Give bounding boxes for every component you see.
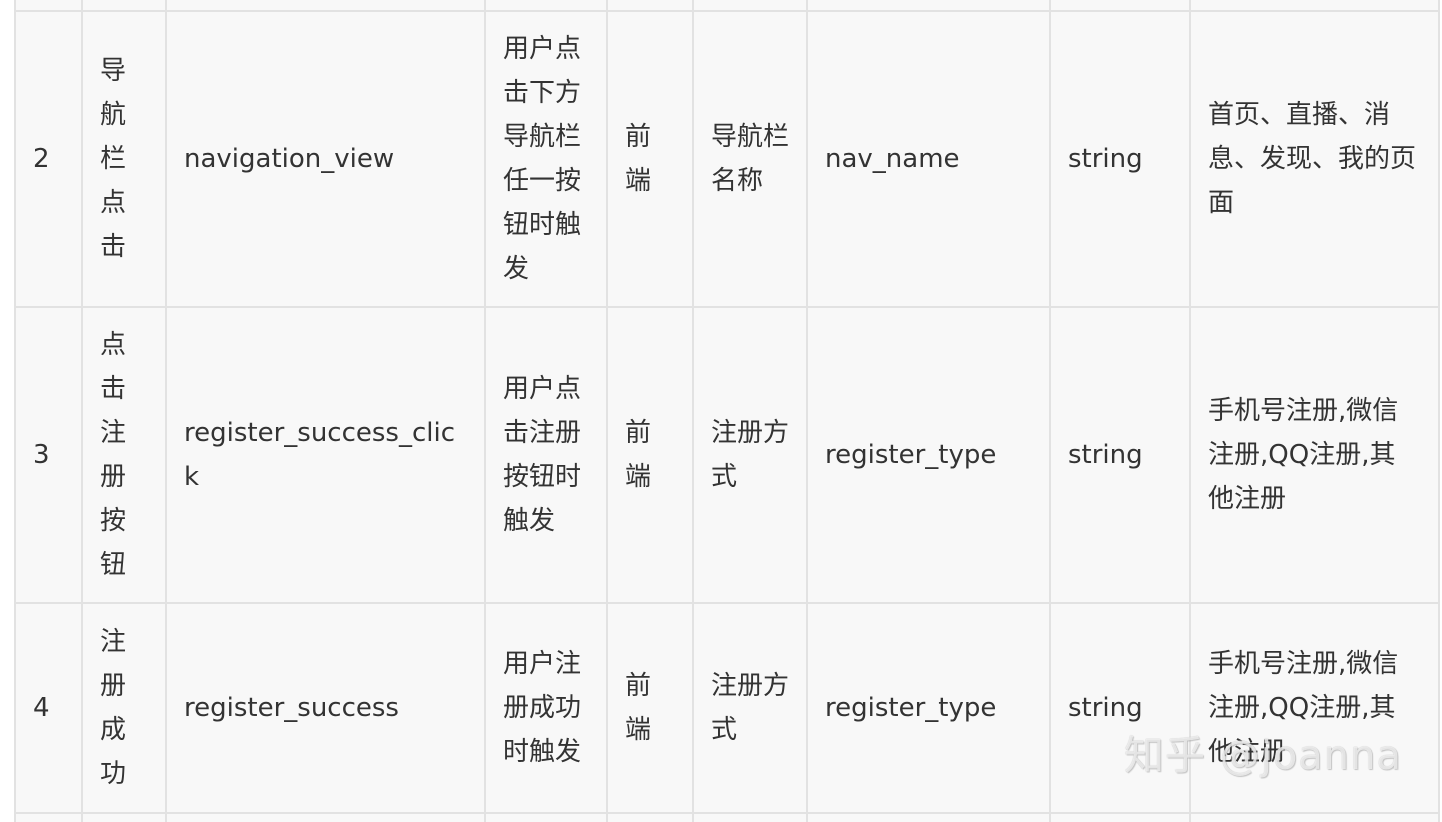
event-id-cell: navigation_view [165,10,486,308]
row-index-cell: 4 [14,602,83,814]
attribute-key-cell: register_type [806,602,1051,814]
trigger-cell: 用户注册成功时触发 [484,602,608,814]
table-cell [14,0,83,12]
table-cell [484,812,608,822]
table-cell [81,812,167,822]
attribute-values-cell: 首页、直播、消息、发现、我的页面 [1189,10,1440,308]
event-id-cell: register_success_click [165,306,486,604]
attribute-key-cell: nav_name [806,10,1051,308]
row-index-cell: 3 [14,306,83,604]
attribute-name-cell: 导航栏名称 [692,10,808,308]
attribute-values-cell: 手机号注册,微信注册,QQ注册,其他注册 [1189,602,1440,814]
table-row-partial-top [14,0,1440,12]
table-cell [484,0,608,12]
platform-cell: 前端 [606,10,694,308]
trigger-cell: 用户点击下方导航栏任一按钮时触发 [484,10,608,308]
table-cell [692,812,808,822]
table-row: 2 导航栏点击 navigation_view 用户点击下方导航栏任一按钮时触发… [14,10,1440,308]
event-id-cell: register_success [165,602,486,814]
table-cell [606,812,694,822]
attribute-key-cell: register_type [806,306,1051,604]
event-name-cell: 注册成功 [81,602,167,814]
table-cell [1189,0,1440,12]
attribute-name-cell: 注册方式 [692,306,808,604]
table-cell [806,0,1051,12]
table-cell [1189,812,1440,822]
table-cell [1049,812,1191,822]
data-type-cell: string [1049,306,1191,604]
table-cell [81,0,167,12]
event-tracking-table: 2 导航栏点击 navigation_view 用户点击下方导航栏任一按钮时触发… [14,0,1440,822]
table-row: 3 点击注册按钮 register_success_click 用户点击注册按钮… [14,306,1440,604]
attribute-name-cell: 注册方式 [692,602,808,814]
attribute-values-cell: 手机号注册,微信注册,QQ注册,其他注册 [1189,306,1440,604]
trigger-cell: 用户点击注册按钮时触发 [484,306,608,604]
table-cell [1049,0,1191,12]
table-cell [606,0,694,12]
row-index-cell: 2 [14,10,83,308]
table-row: 4 注册成功 register_success 用户注册成功时触发 前端 注册方… [14,602,1440,814]
table-cell [692,0,808,12]
event-name-cell: 导航栏点击 [81,10,167,308]
platform-cell: 前端 [606,306,694,604]
table-cell [806,812,1051,822]
table-cell [14,812,83,822]
platform-cell: 前端 [606,602,694,814]
table-cell [165,0,486,12]
event-name-cell: 点击注册按钮 [81,306,167,604]
table-cell [165,812,486,822]
data-type-cell: string [1049,602,1191,814]
table-row-partial-bottom [14,812,1440,822]
data-type-cell: string [1049,10,1191,308]
